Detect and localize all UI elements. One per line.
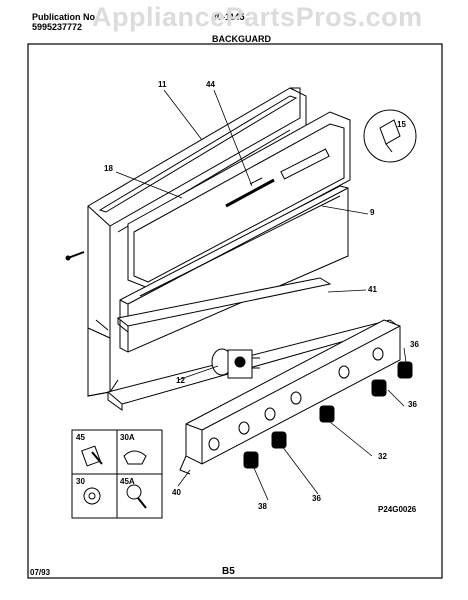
section-title: BACKGUARD (212, 34, 271, 44)
model-number: 30-1145 (212, 12, 245, 22)
knob-panel (179, 319, 401, 475)
legend-45: 45 (76, 433, 85, 442)
trim-strip (116, 277, 332, 333)
publication-label: Publication No. (32, 12, 98, 22)
diagram-code: P24G0026 (378, 505, 417, 514)
drawing-frame (27, 43, 443, 579)
callout-44: 44 (206, 80, 215, 89)
callout-15: 15 (397, 120, 406, 129)
callout-40: 40 (172, 488, 181, 497)
inset-15 (363, 109, 417, 163)
legend-30a: 30A (120, 433, 135, 442)
callout-36-lower: 36 (312, 494, 321, 503)
legend-grid (71, 429, 163, 519)
callout-12: 12 (176, 376, 185, 385)
switch-assembly (211, 348, 260, 379)
callout-18: 18 (104, 164, 113, 173)
footer-date: 07/93 (30, 568, 51, 577)
legend-45a: 45A (120, 477, 135, 486)
callout-38: 38 (258, 502, 267, 511)
watermark: AppliancePartsPros.com (92, 2, 423, 32)
callout-11: 11 (158, 80, 167, 89)
screw (65, 251, 85, 261)
knobs (243, 361, 413, 469)
callout-36-upper: 36 (410, 340, 419, 349)
callout-36-right: 36 (408, 400, 417, 409)
footer-page: B5 (222, 566, 235, 577)
callout-32: 32 (378, 452, 387, 461)
leader-lines (115, 89, 407, 501)
legend-30: 30 (76, 477, 85, 486)
glass-panel (127, 111, 351, 289)
callout-9: 9 (370, 208, 375, 217)
backguard-panel (87, 87, 307, 397)
publication-number: 5995237772 (32, 22, 83, 32)
callout-41: 41 (368, 285, 377, 294)
